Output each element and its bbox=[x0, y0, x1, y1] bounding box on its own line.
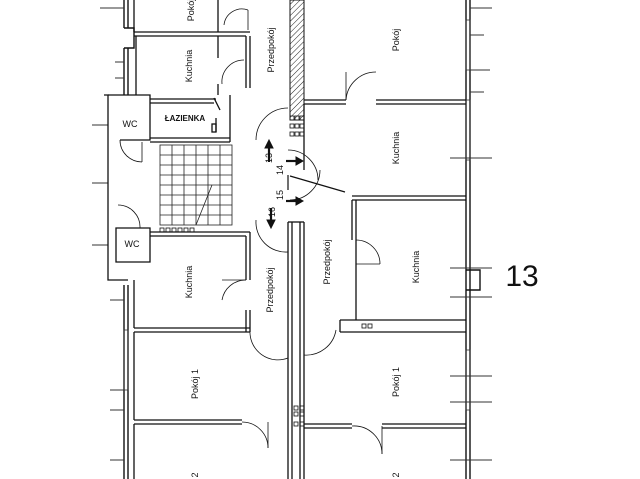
label-pokoj2-left: 2 bbox=[190, 472, 200, 477]
arrow-label-15: 15 bbox=[275, 190, 285, 200]
label-przedpokoj-top: Przedpokój bbox=[266, 27, 276, 72]
arrow-label-14: 14 bbox=[275, 165, 285, 175]
label-przedpokoj-center: Przedpokój bbox=[322, 239, 332, 284]
chimney-wall-top bbox=[289, 0, 305, 121]
plan-number: 13 bbox=[505, 260, 538, 293]
label-przedpokoj-left-lower: Przedpokój bbox=[265, 267, 275, 312]
lower-left-rooms bbox=[133, 221, 305, 479]
label-pokoj1-right: Pokój 1 bbox=[391, 367, 401, 397]
label-lazienka: ŁAZIENKA bbox=[165, 114, 206, 123]
label-pokoj-top-right: Pokój bbox=[391, 29, 401, 52]
label-kuchnia-right-lower: Kuchnia bbox=[411, 251, 421, 284]
staircase bbox=[159, 144, 233, 226]
label-wc-upper: WC bbox=[123, 119, 138, 129]
arrow-label-16: 16 bbox=[267, 207, 277, 217]
upper-left-rooms bbox=[133, 0, 251, 95]
landing-doors bbox=[255, 107, 346, 253]
label-wc-lower: WC bbox=[125, 239, 140, 249]
label-kuchnia-right-upper: Kuchnia bbox=[391, 132, 401, 165]
label-kuchnia-left-lower: Kuchnia bbox=[184, 266, 194, 299]
bathroom-block bbox=[104, 94, 231, 281]
window-frames bbox=[123, 19, 471, 411]
label-pokoj1-left: Pokój 1 bbox=[190, 369, 200, 399]
upper-right-rooms bbox=[303, 71, 466, 201]
vent-squares-lower bbox=[159, 227, 373, 427]
label-pokoj-top-left: Pokój bbox=[186, 0, 196, 21]
label-kuchnia-top-left: Kuchnia bbox=[184, 50, 194, 83]
window-marks-right bbox=[450, 7, 492, 461]
lower-right-rooms bbox=[133, 200, 466, 479]
window-marks-left bbox=[92, 7, 124, 461]
label-pokoj2-right: 2 bbox=[391, 472, 401, 477]
arrow-label-13: 13 bbox=[264, 153, 274, 163]
direction-arrows bbox=[264, 138, 305, 230]
